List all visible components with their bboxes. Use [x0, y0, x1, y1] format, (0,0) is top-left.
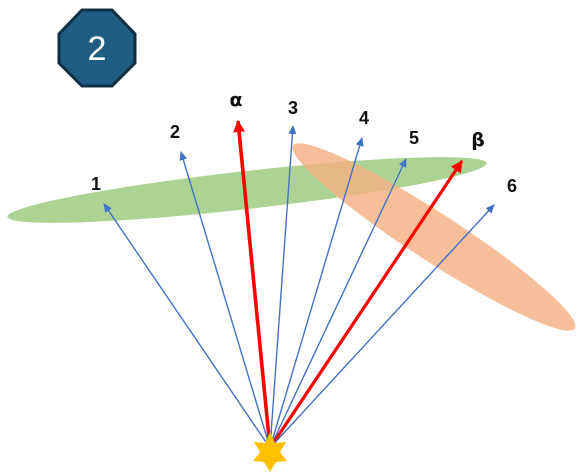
ray-alpha-label: α [229, 89, 242, 111]
ray-1-label: 1 [91, 174, 101, 194]
ray-4-label: 4 [359, 108, 369, 128]
star-icon [253, 432, 287, 472]
ray-4-arrow [269, 137, 364, 449]
ray-alpha-arrow [233, 120, 272, 449]
ray-3-label: 3 [288, 98, 298, 118]
ray-5-label: 5 [409, 128, 419, 148]
ellipses-layer [7, 143, 576, 331]
ray-3-arrow [269, 125, 297, 449]
ray-beta-arrow [268, 160, 464, 449]
ray-1-arrow [103, 203, 271, 449]
ray-6-arrow [269, 204, 495, 449]
step-number-text: 2 [88, 30, 107, 68]
orange-ellipse [292, 143, 576, 331]
step-number-badge: 2 [57, 8, 137, 88]
ray-2-label: 2 [170, 122, 180, 142]
labels-layer: 1 2 α 3 4 5 β 6 [91, 89, 517, 196]
ray-beta-label: β [471, 129, 485, 151]
ray-6-label: 6 [507, 176, 517, 196]
rays-layer [103, 120, 495, 449]
ray-2-arrow [179, 151, 271, 449]
ray-5-arrow [269, 158, 407, 449]
